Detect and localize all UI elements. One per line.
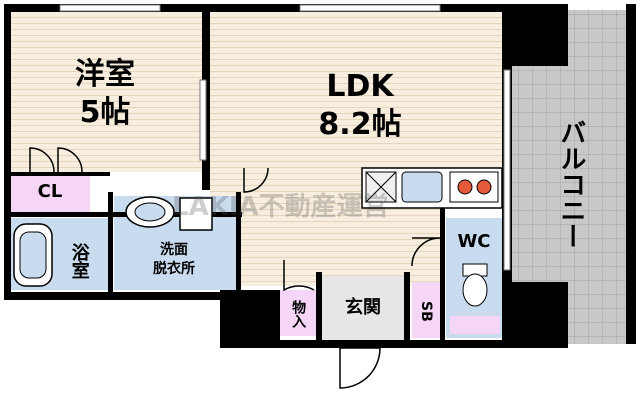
toilet-label: WC xyxy=(457,231,491,252)
balcony-label: バルコニー xyxy=(555,119,586,249)
shoebox-label: SB xyxy=(418,300,435,322)
entrance-label: 玄関 xyxy=(345,297,381,318)
entrance-floor xyxy=(322,276,404,342)
windows xyxy=(59,4,511,271)
shoebox-floor xyxy=(412,282,440,338)
ldk-size: 8.2帖 xyxy=(318,107,402,142)
western-room-floor xyxy=(10,12,202,172)
ldk-name: LDK xyxy=(326,69,394,104)
washroom-label-line2: 脱衣所 xyxy=(153,261,195,277)
watermark: LAKIA不動産運営 xyxy=(172,192,389,222)
western-room-name: 洋室 xyxy=(75,57,135,92)
washing-machine-space xyxy=(179,197,213,231)
bath-label: 浴室 xyxy=(68,243,90,279)
kitchen-counter xyxy=(361,167,503,209)
storage-label: 物入 xyxy=(290,300,307,328)
western-room-size: 5帖 xyxy=(79,95,131,130)
storage-floor xyxy=(280,290,316,336)
washroom-label-line1: 洗面 xyxy=(160,242,188,258)
toilet-mat xyxy=(450,316,500,334)
doors xyxy=(29,147,441,389)
walls xyxy=(4,4,636,348)
closet-label: CL xyxy=(37,181,63,202)
closet-floor xyxy=(10,176,90,212)
